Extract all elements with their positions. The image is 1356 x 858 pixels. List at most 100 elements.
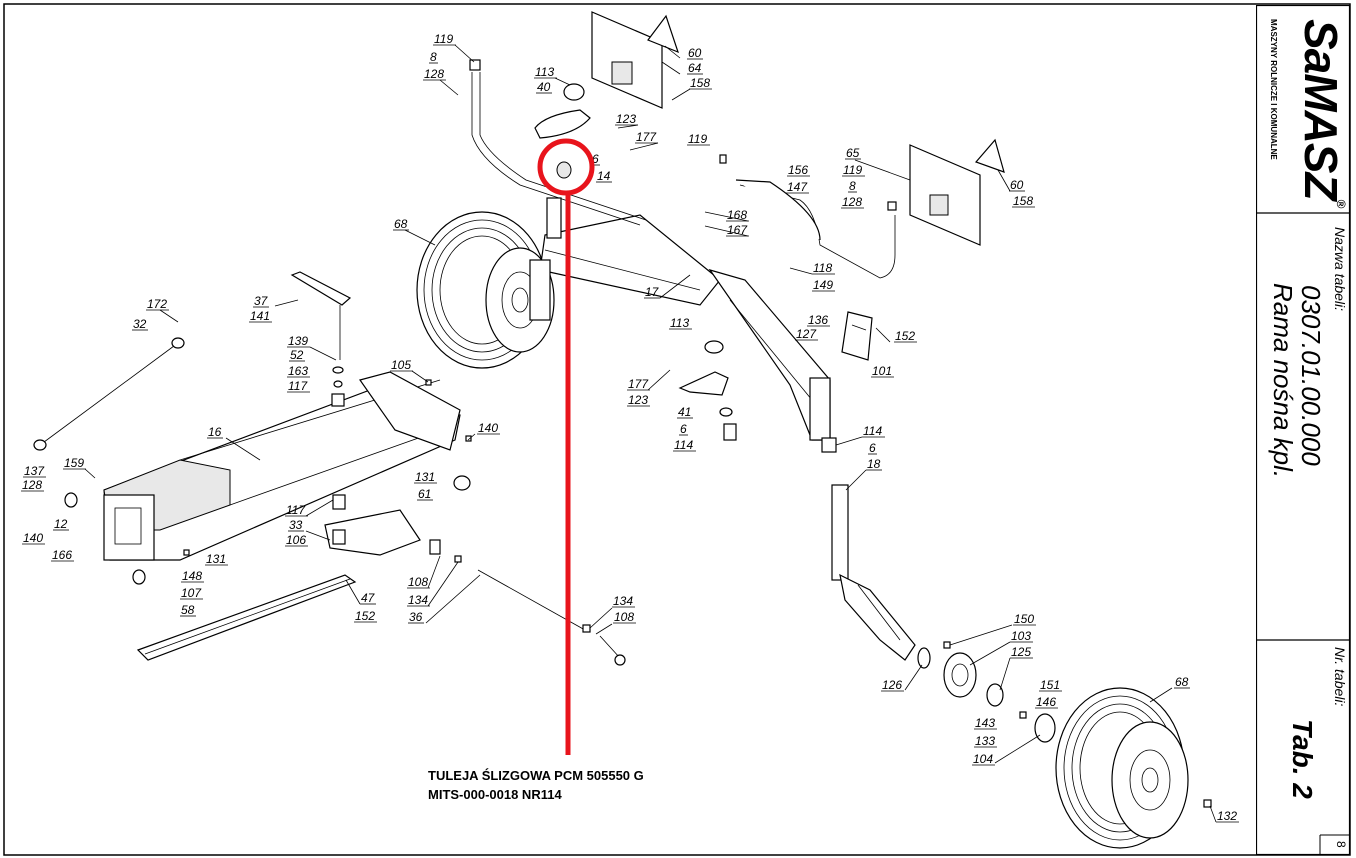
part-label-68: 68: [394, 217, 408, 231]
part-label-64: 64: [688, 61, 702, 75]
part-label-8: 8: [430, 50, 437, 64]
brand-subtitle: MASZYNY ROLNICZE I KOMUNALNE: [1269, 19, 1278, 160]
link-arm-37: [290, 271, 352, 407]
part-label-108b: 108: [614, 610, 634, 624]
part-label-105: 105: [391, 358, 411, 372]
part-label-139: 139: [288, 334, 308, 348]
part-label-131: 131: [415, 470, 435, 484]
table-number: 0307.01.00.000: [1296, 285, 1326, 466]
part-label-60: 60: [688, 46, 702, 60]
part-label-101: 101: [872, 364, 892, 378]
part-label-113: 113: [535, 65, 554, 79]
part-label-127: 127: [796, 327, 817, 341]
part-label-140: 140: [478, 421, 498, 435]
brand-name: SaMASZ: [1295, 19, 1347, 200]
part-label-148: 148: [182, 569, 202, 583]
part-label-152b: 152: [355, 609, 375, 623]
part-label-106: 106: [286, 533, 306, 547]
tab-number: Tab. 2: [1287, 719, 1318, 799]
part-label-18: 18: [867, 457, 881, 471]
part-label-12: 12: [54, 517, 68, 531]
part-label-128: 128: [424, 67, 444, 81]
part-label-58: 58: [181, 603, 195, 617]
part-label-163: 163: [288, 364, 308, 378]
part-label-119b: 119: [688, 132, 707, 146]
part-label-128b: 128: [842, 195, 862, 209]
part-label-133: 133: [975, 734, 995, 748]
part-label-117b: 117: [286, 503, 306, 517]
part-label-52: 52: [290, 348, 304, 362]
part-label-132: 132: [1217, 809, 1237, 823]
part-label-149: 149: [813, 278, 833, 292]
part-label-17: 17: [645, 285, 660, 299]
table-name-caption: Nazwa tabeli:: [1332, 227, 1348, 312]
part-label-119c: 119: [843, 163, 862, 177]
bracket-101: [841, 311, 873, 361]
part-label-32: 32: [133, 317, 147, 331]
part-label-141: 141: [250, 309, 270, 323]
rod-32: [33, 337, 185, 451]
part-label-60b: 60: [1010, 178, 1024, 192]
part-label-136: 136: [808, 313, 828, 327]
right-wheel: [1055, 687, 1189, 849]
part-label-108: 108: [408, 575, 428, 589]
fasteners: [64, 154, 1212, 808]
part-label-134: 134: [408, 593, 428, 607]
part-label-6b: 6: [680, 422, 687, 436]
right-wheel-leg: [821, 437, 1056, 743]
part-label-134b: 134: [613, 594, 633, 608]
part-label-167: 167: [727, 223, 748, 237]
leader-lines: [84, 44, 1217, 823]
title-block-frame: [1256, 5, 1350, 855]
part-label-158b: 158: [1013, 194, 1033, 208]
part-label-47: 47: [361, 591, 376, 605]
pivot-parts-middle: [678, 340, 737, 441]
part-label-68b: 68: [1175, 675, 1189, 689]
part-label-61: 61: [418, 487, 431, 501]
callout-caption-line-2: MITS-000-0018 NR114: [428, 787, 562, 802]
part-label-131b: 131: [206, 552, 226, 566]
part-label-137: 137: [24, 464, 45, 478]
part-label-113b: 113: [670, 316, 689, 330]
callout-highlight: [537, 138, 595, 755]
part-label-16: 16: [208, 425, 222, 439]
sheet-border: [3, 3, 1351, 856]
part-label-123: 123: [616, 112, 636, 126]
part-label-125: 125: [1011, 645, 1031, 659]
angle-bar-47: [136, 574, 357, 661]
part-label-156: 156: [788, 163, 808, 177]
main-frame-beam: [103, 371, 461, 561]
part-label-41: 41: [678, 405, 691, 419]
part-label-119: 119: [434, 32, 453, 46]
part-label-151: 151: [1040, 678, 1060, 692]
table-nr-caption: Nr. tabeli:: [1332, 647, 1348, 707]
callout-caption-line-1: TULEJA ŚLIZGOWA PCM 505550 G: [428, 768, 644, 783]
left-wheel: [416, 211, 555, 369]
warning-plates: [591, 11, 1005, 246]
part-label-107: 107: [181, 586, 202, 600]
callout-caption: TULEJA ŚLIZGOWA PCM 505550 G MITS-000-00…: [428, 766, 644, 804]
hydraulic-pipe: [469, 59, 897, 279]
part-label-147: 147: [787, 180, 808, 194]
part-label-158: 158: [690, 76, 710, 90]
tie-rod-36: [477, 569, 626, 666]
page-mark: 8: [1334, 841, 1348, 848]
part-label-123b: 123: [628, 393, 648, 407]
part-label-150: 150: [1014, 612, 1034, 626]
part-label-6: 6: [592, 152, 599, 166]
part-label-103: 103: [1011, 629, 1031, 643]
part-label-114b: 114: [863, 424, 882, 438]
part-label-143: 143: [975, 716, 995, 730]
pivot-parts-top: [529, 83, 591, 321]
part-label-8b: 8: [849, 179, 856, 193]
part-label-33: 33: [289, 518, 303, 532]
bracket-33: [324, 494, 421, 556]
part-label-159: 159: [64, 456, 84, 470]
drawbar-arm: [539, 214, 831, 441]
part-label-177b: 177: [628, 377, 649, 391]
part-label-126: 126: [882, 678, 902, 692]
part-label-118: 118: [813, 261, 832, 275]
part-label-114: 114: [674, 438, 693, 452]
